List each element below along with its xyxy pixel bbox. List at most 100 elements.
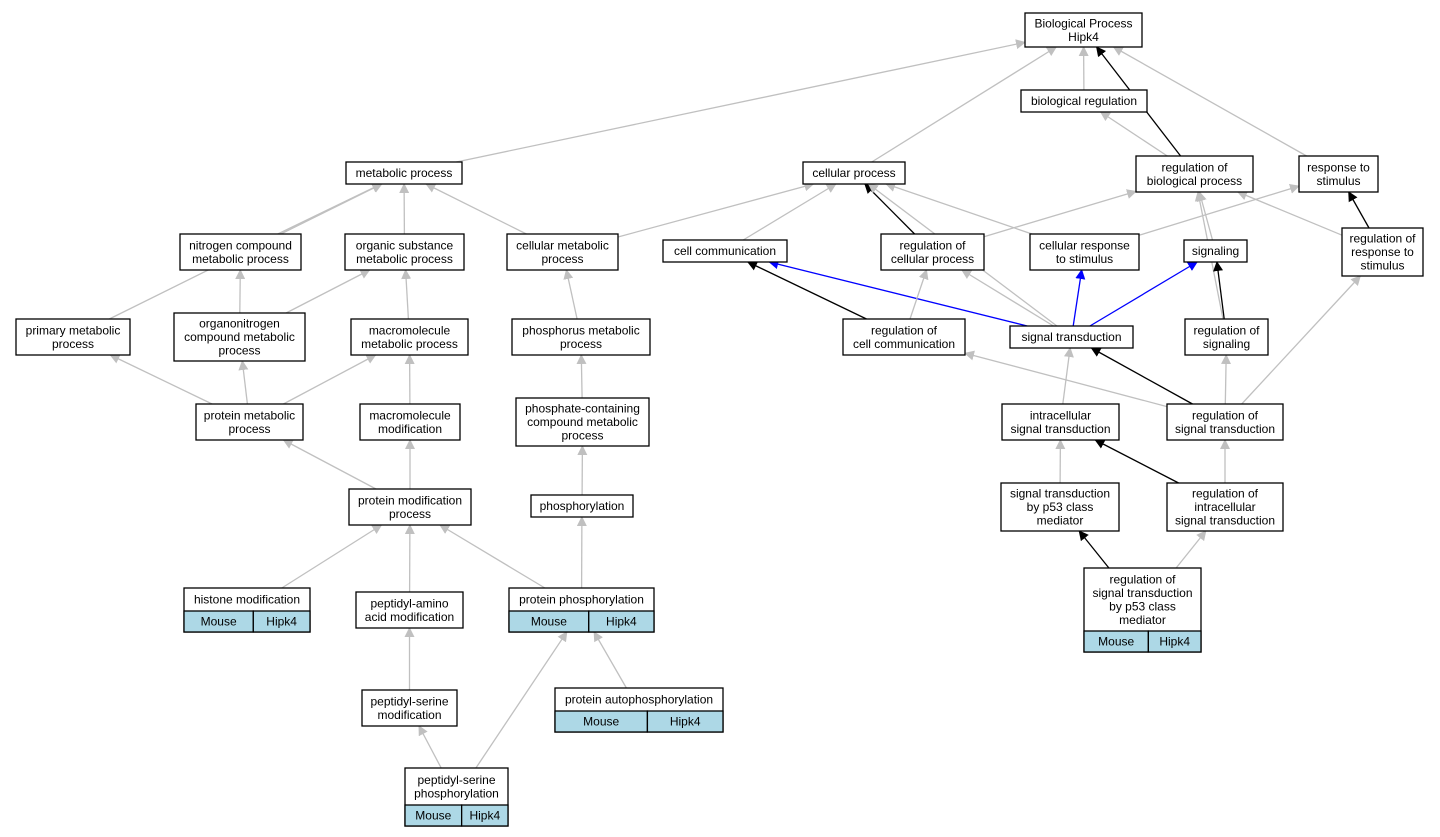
node-label-line: cellular process bbox=[812, 166, 895, 180]
node-label-line: cell communication bbox=[674, 244, 776, 258]
edge-protmet-to-primary bbox=[109, 354, 213, 405]
node-box bbox=[345, 161, 463, 185]
node-box bbox=[359, 403, 461, 441]
node-box bbox=[1341, 227, 1424, 277]
edge-cellresp-to-resp bbox=[1138, 183, 1300, 236]
edge-sigtrans-to-regcell bbox=[961, 269, 1054, 327]
node-label-line: peptidyl-amino bbox=[370, 596, 448, 610]
node-label-line: response to bbox=[1351, 245, 1414, 259]
edge-organo-to-orgsub bbox=[285, 269, 371, 314]
edge-regbio-to-bioreg bbox=[1099, 111, 1168, 157]
go-term-cellp[interactable]: cellular process bbox=[802, 161, 906, 185]
annotation-cell bbox=[252, 610, 311, 633]
edge-sigtrans-to-cellresp bbox=[1072, 269, 1086, 327]
edge-regcomm-to-cellcomm bbox=[746, 261, 867, 320]
annotation-organism: Mouse bbox=[415, 809, 451, 823]
node-box bbox=[348, 488, 472, 526]
node-label-line: compound metabolic bbox=[527, 415, 638, 429]
node-label-line: regulation of bbox=[1349, 232, 1416, 246]
node-label-line: phosphorylation bbox=[414, 786, 499, 800]
node-box bbox=[1166, 482, 1284, 532]
node-label-line: intracellular bbox=[1194, 500, 1255, 514]
go-term-sigtrans[interactable]: signal transduction bbox=[1009, 325, 1134, 349]
edge-intra-to-sigtrans bbox=[1062, 347, 1074, 405]
node-label-line: regulation of bbox=[1192, 408, 1259, 422]
go-term-metab[interactable]: metabolic process bbox=[345, 161, 463, 185]
go-term-bioreg[interactable]: biological regulation bbox=[1020, 89, 1148, 113]
edge-cellcomm-to-cellp bbox=[742, 183, 837, 241]
node-label-line: process bbox=[52, 337, 94, 351]
node-label-line: regulation of bbox=[1109, 572, 1176, 586]
node-box bbox=[344, 233, 465, 271]
edge-regp53-to-p53 bbox=[1078, 530, 1110, 569]
go-term-cellcomm[interactable]: cell communication bbox=[662, 239, 788, 263]
edge-regcell-to-regbio bbox=[983, 189, 1137, 238]
annotation-cell bbox=[646, 710, 724, 733]
node-box bbox=[15, 318, 131, 356]
go-term-phosph[interactable]: phosphorylation bbox=[530, 494, 634, 518]
node-label-line: phosphorus metabolic bbox=[522, 323, 639, 337]
node-label-line: nitrogen compound bbox=[189, 238, 292, 252]
node-box bbox=[802, 161, 906, 185]
node-label-line: signal transduction bbox=[1175, 514, 1275, 528]
annotation-cell bbox=[460, 804, 509, 827]
edge-protmet-to-macromet bbox=[283, 354, 377, 405]
node-box bbox=[1183, 239, 1248, 263]
node-label-line: to stimulus bbox=[1056, 252, 1113, 266]
annotation-cell bbox=[588, 610, 655, 633]
node-box bbox=[842, 318, 966, 356]
go-term-signaling[interactable]: signaling bbox=[1183, 239, 1248, 263]
node-label-line: mediator bbox=[1119, 613, 1166, 627]
annotation-organism: Mouse bbox=[583, 715, 619, 729]
edge-peptserphos-to-peptser bbox=[418, 725, 442, 769]
node-label-line: protein autophosphorylation bbox=[565, 693, 713, 707]
annotation-gene: Hipk4 bbox=[1159, 635, 1190, 649]
annotation-gene: Hipk4 bbox=[670, 715, 701, 729]
node-label-line: peptidyl-serine bbox=[370, 694, 448, 708]
edge-regresp-to-regbio bbox=[1236, 190, 1343, 236]
edge-regcomm-to-regcell bbox=[909, 269, 929, 320]
node-label-line: signaling bbox=[1203, 337, 1250, 351]
node-label-line: signaling bbox=[1192, 244, 1239, 258]
node-label-line: biological process bbox=[1147, 174, 1242, 188]
node-label-line: Biological Process bbox=[1034, 16, 1132, 30]
annotation-organism: Mouse bbox=[531, 615, 567, 629]
node-box bbox=[515, 397, 650, 447]
node-label-line: organonitrogen bbox=[199, 317, 280, 331]
node-box bbox=[880, 233, 985, 271]
node-box bbox=[179, 233, 302, 271]
node-label-line: stimulus bbox=[1360, 259, 1404, 273]
node-box bbox=[1184, 318, 1269, 356]
